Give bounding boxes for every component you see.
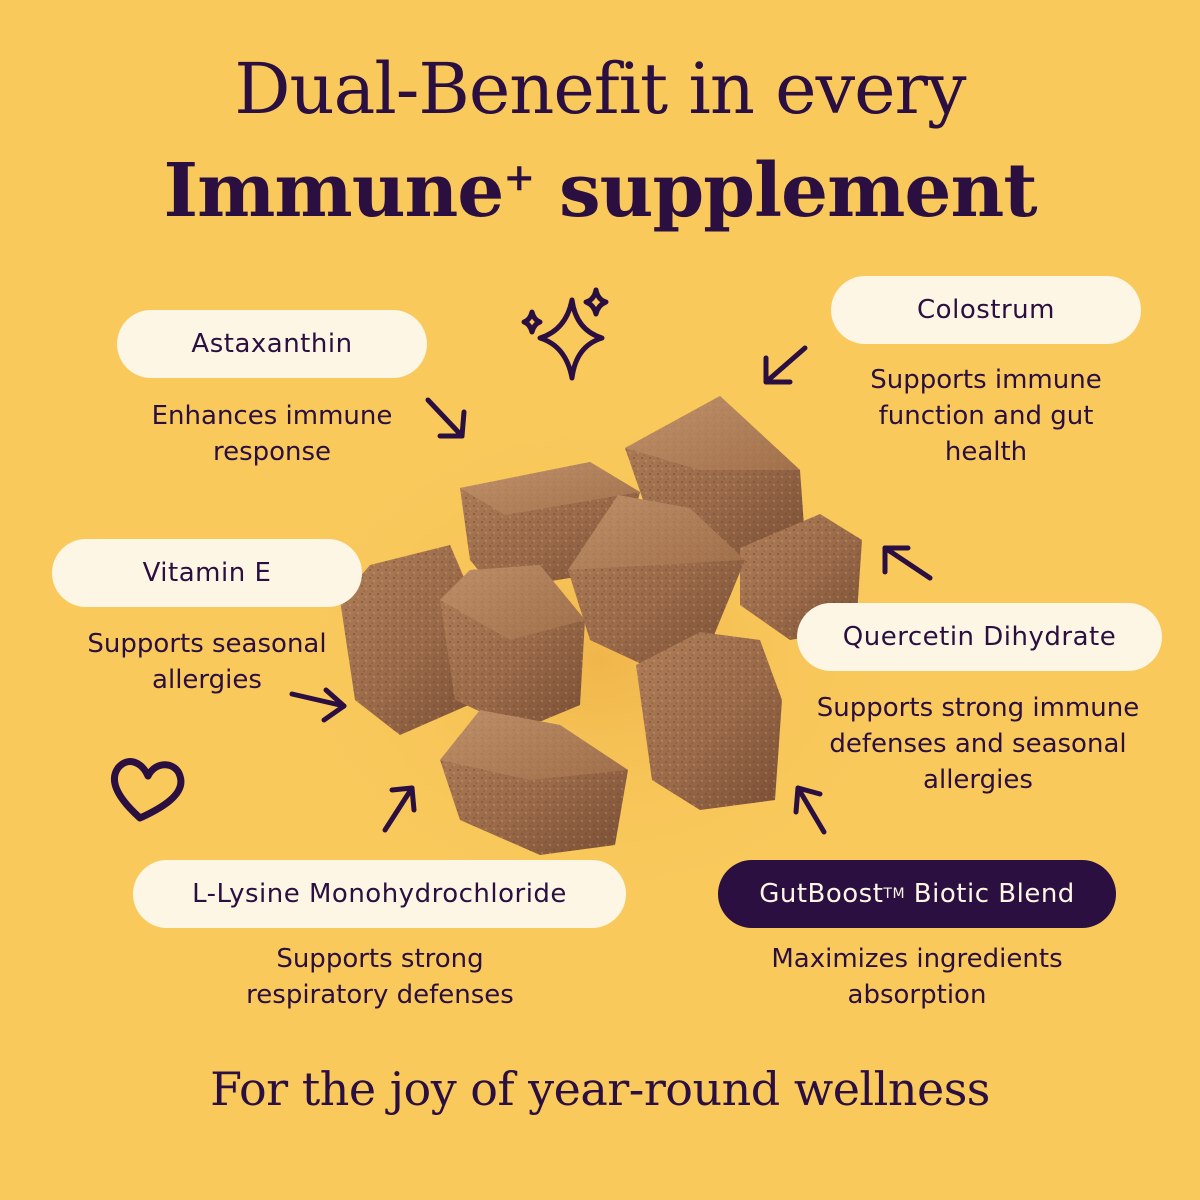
arrow-icon	[763, 345, 808, 385]
ingredient-pill-vitamin-e: Vitamin E	[52, 539, 362, 607]
ingredient-desc-gutboost: Maximizes ingredients absorption	[771, 944, 1063, 1010]
ingredient-pill-quercetin: Quercetin Dihydrate	[797, 603, 1162, 671]
arrow-icon	[882, 545, 933, 581]
chews-image	[340, 396, 862, 855]
headline-plus: +	[503, 154, 535, 200]
heart-icon	[110, 758, 185, 822]
arrow-icon	[793, 785, 827, 835]
chew-piece	[568, 495, 745, 668]
headline-line-2: Immune+ supplement	[0, 148, 1200, 234]
headline-product: Immune	[163, 148, 504, 234]
chew-piece	[440, 565, 585, 730]
ingredient-desc-astaxanthin: Enhances immune response	[151, 401, 393, 467]
arrow-icon	[289, 687, 347, 723]
chew-piece	[636, 632, 782, 810]
arrow-icon	[425, 397, 467, 439]
ingredient-desc-l-lysine: Supports strong respiratory defenses	[246, 944, 514, 1010]
ingredient-pill-astaxanthin: Astaxanthin	[117, 310, 427, 378]
chew-piece	[340, 545, 480, 735]
ingredient-desc-colostrum: Supports immune function and gut health	[870, 365, 1102, 467]
tagline: For the joy of year-round wellness	[210, 1062, 990, 1116]
ingredient-pill-l-lysine: L-Lysine Monohydrochloride	[133, 860, 626, 928]
ingredient-desc-vitamin-e: Supports seasonal allergies	[87, 629, 327, 695]
trademark-mark: TM	[883, 886, 906, 902]
sparkle-icon	[521, 287, 609, 381]
gutboost-name-rest: Biotic Blend	[905, 879, 1075, 909]
ingredient-pill-colostrum: Colostrum	[831, 276, 1141, 344]
gutboost-name: GutBoost	[759, 879, 884, 909]
headline-suffix: supplement	[534, 148, 1038, 234]
arrow-icon	[382, 785, 417, 833]
headline-line-1: Dual-Benefit in every	[234, 48, 966, 130]
ingredient-desc-quercetin: Supports strong immune defenses and seas…	[816, 693, 1140, 795]
chew-piece	[440, 710, 628, 855]
